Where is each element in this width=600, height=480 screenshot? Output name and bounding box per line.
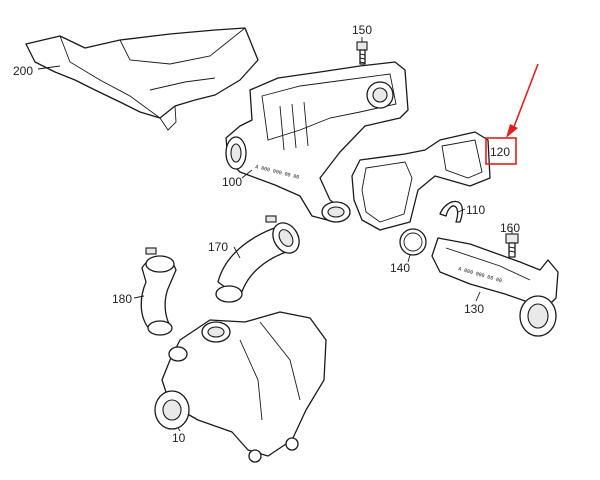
thermostat-housing-part: A 000 000 00 00	[225, 61, 409, 223]
label-10: 10	[172, 431, 186, 445]
water-pump-part	[154, 311, 327, 463]
hose-part-170	[215, 215, 300, 303]
o-ring-part-140	[399, 228, 427, 256]
label-130: 130	[464, 302, 484, 316]
clip-part-110	[439, 200, 463, 223]
gasket-part-120	[351, 131, 491, 231]
label-170: 170	[208, 240, 228, 254]
leader-lines	[37, 37, 513, 432]
highlight-callout	[485, 63, 539, 165]
label-100: 100	[222, 175, 242, 189]
label-120: 120	[490, 145, 510, 159]
label-200: 200	[13, 64, 33, 78]
label-160: 160	[500, 221, 520, 235]
label-150: 150	[352, 23, 372, 37]
label-110: 110	[466, 203, 485, 217]
coolant-pipe-part: A 000 000 00 00	[431, 237, 559, 337]
highlight-box-120	[485, 137, 517, 165]
label-140: 140	[390, 261, 410, 275]
hose-part-180	[140, 247, 177, 336]
bolt-part-160	[505, 233, 519, 258]
bolt-part-150	[356, 41, 368, 65]
label-180: 180	[112, 292, 132, 306]
heat-shield-part	[25, 27, 259, 131]
